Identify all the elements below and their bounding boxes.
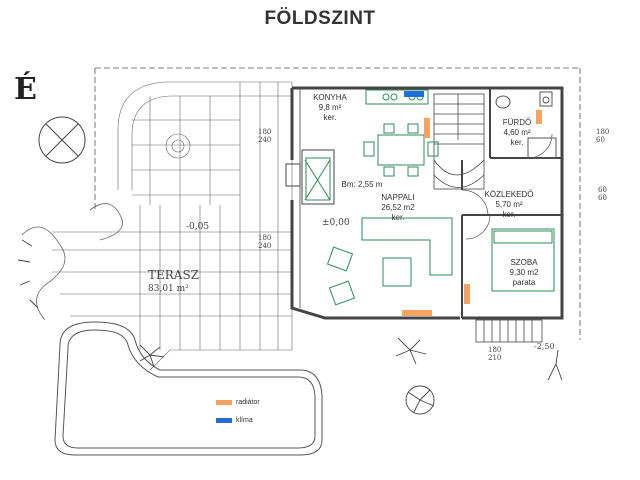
sofa xyxy=(326,217,453,306)
dining-table xyxy=(363,123,439,177)
window-mark-living-bottom: 240 xyxy=(258,242,272,250)
terrace-area: 83,01 m² xyxy=(148,284,189,294)
room-kozlekedo: KÖZLEKEDŐ 5,70 m² ker. xyxy=(478,190,540,220)
window-mark-kitchen: 180 240 xyxy=(258,128,271,144)
room-konyha-name: KONYHA xyxy=(313,93,347,102)
bed xyxy=(491,228,555,292)
window-mark-hall-bottom: 60 xyxy=(598,194,607,202)
plants xyxy=(17,239,563,415)
window-mark-room: 180 210 xyxy=(488,346,501,362)
room-konyha: KONYHA 9,8 m² ker. xyxy=(304,93,356,123)
fireplace xyxy=(285,149,335,205)
north-letter: É xyxy=(14,72,37,107)
window-mark-bath-bottom: 60 xyxy=(596,136,605,144)
house-walls xyxy=(290,86,564,320)
terrace-name: TERASZ xyxy=(148,268,200,282)
staircase xyxy=(433,93,485,190)
room-nappali-name: NAPPALI xyxy=(381,193,415,202)
legend-klima: klíma xyxy=(216,417,253,424)
window-mark-kitchen-top: 180 xyxy=(258,128,272,136)
legend-radiator: radiátor xyxy=(216,399,260,406)
window-mark-living-top: 180 xyxy=(258,234,272,242)
legend-klima-swatch xyxy=(216,418,232,423)
room-szoba-name: SZOBA xyxy=(510,258,538,267)
north-arrow-icon xyxy=(38,116,86,164)
room-kozlekedo-area: 5,70 m² xyxy=(495,200,523,209)
window-mark-bath-top: 180 xyxy=(596,128,610,136)
plan-title: FÖLDSZINT xyxy=(264,8,376,29)
room-furdo: FÜRDŐ 4,60 m² ker. xyxy=(496,118,538,148)
entry-steps xyxy=(475,319,543,343)
window-mark-hall-top: 60 xyxy=(598,186,607,194)
window-mark-room-top: 180 xyxy=(488,346,502,354)
window-mark-bath: 180 60 xyxy=(596,128,609,144)
room-szoba: SZOBA 9,30 m2 parata xyxy=(498,258,550,288)
pool xyxy=(54,321,323,456)
klima-unit xyxy=(404,91,424,97)
room-nappali-area: 26,52 m2 xyxy=(381,203,415,212)
legend-radiator-label: radiátor xyxy=(236,399,260,406)
window-mark-hall: 60 60 xyxy=(598,186,607,202)
room-furdo-name: FÜRDŐ xyxy=(502,118,532,127)
window-mark-kitchen-bottom: 240 xyxy=(258,136,272,144)
plot-outline xyxy=(94,67,581,340)
terrace-label: TERASZ 83,01 m² xyxy=(148,268,199,294)
room-kozlekedo-name: KÖZLEKEDŐ xyxy=(484,190,534,199)
room-konyha-area: 9,8 m² xyxy=(318,103,342,112)
room-szoba-area: 9,30 m2 xyxy=(509,268,539,277)
legend-klima-label: klíma xyxy=(236,417,253,424)
terrace xyxy=(52,81,293,371)
room-konyha-floor: ker. xyxy=(323,113,337,122)
legend-radiator-swatch xyxy=(216,400,232,405)
garden-edge xyxy=(21,203,123,321)
level-mark-entry: -2,50 xyxy=(534,342,555,351)
level-mark-inside: ±0,00 xyxy=(322,218,350,228)
room-furdo-floor: ker. xyxy=(510,138,524,147)
level-mark-terrace: -0,05 xyxy=(186,222,210,232)
room-szoba-floor: parata xyxy=(512,278,536,287)
room-kozlekedo-floor: ker. xyxy=(502,210,516,219)
radiators xyxy=(402,110,542,316)
bathroom-fixtures xyxy=(495,91,557,159)
ceiling-height: Bm: 2,55 m xyxy=(341,180,383,189)
window-mark-living: 180 240 xyxy=(258,234,271,250)
room-nappali: NAPPALI 26,52 m2 ker. xyxy=(372,193,424,223)
room-nappali-floor: ker. xyxy=(391,213,405,222)
window-mark-room-bottom: 210 xyxy=(488,354,502,362)
doors xyxy=(461,133,553,240)
room-furdo-area: 4,60 m² xyxy=(503,128,531,137)
